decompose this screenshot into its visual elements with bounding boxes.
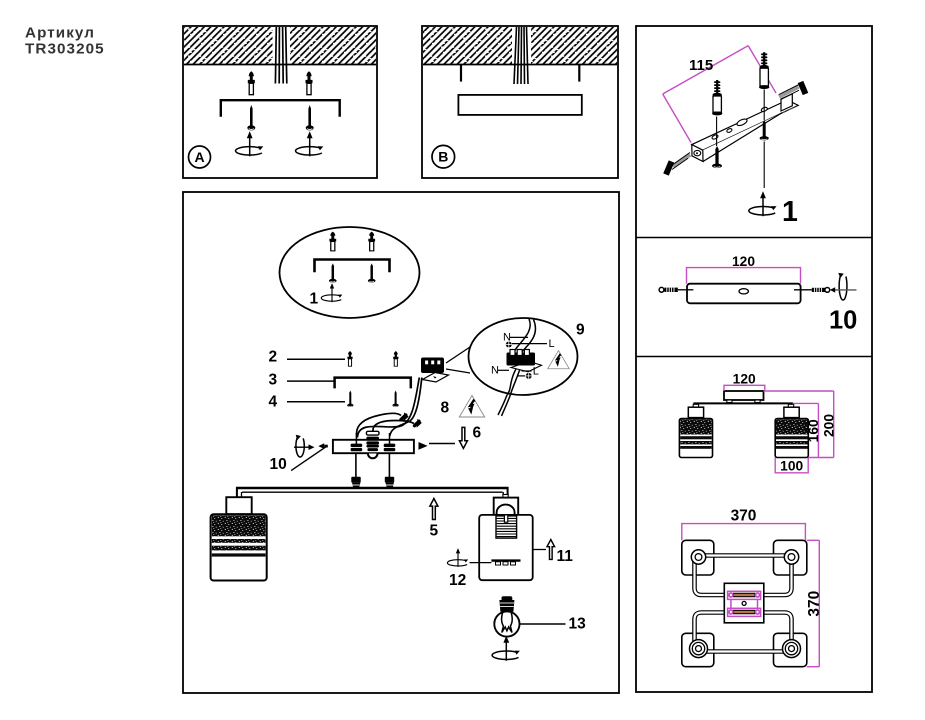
svg-text:120: 120 [733,372,756,387]
svg-text:6: 6 [473,425,482,442]
svg-text:5: 5 [430,523,439,540]
svg-text:4: 4 [269,393,278,410]
svg-text:TR303205: TR303205 [25,41,105,58]
svg-text:120: 120 [732,254,755,269]
svg-text:100: 100 [780,459,803,474]
svg-text:B: B [438,149,448,165]
svg-text:370: 370 [731,508,757,525]
svg-text:160: 160 [806,419,821,442]
svg-text:10: 10 [270,456,287,473]
svg-text:8: 8 [441,399,450,416]
svg-text:A: A [194,149,204,165]
svg-text:200: 200 [822,414,837,437]
svg-text:12: 12 [449,572,466,589]
svg-text:1: 1 [310,291,319,308]
svg-text:115: 115 [689,57,713,74]
svg-text:10: 10 [829,307,857,335]
svg-text:L: L [549,338,555,350]
svg-text:1: 1 [782,196,798,228]
svg-text:3: 3 [269,372,278,389]
svg-text:13: 13 [569,616,587,633]
svg-text:9: 9 [576,322,585,339]
svg-text:370: 370 [806,591,823,617]
svg-text:L: L [533,365,539,377]
svg-text:Артикул: Артикул [25,25,95,42]
svg-text:2: 2 [269,348,278,365]
svg-text:N: N [503,332,511,344]
svg-text:11: 11 [557,548,574,565]
svg-text:N: N [491,365,499,377]
